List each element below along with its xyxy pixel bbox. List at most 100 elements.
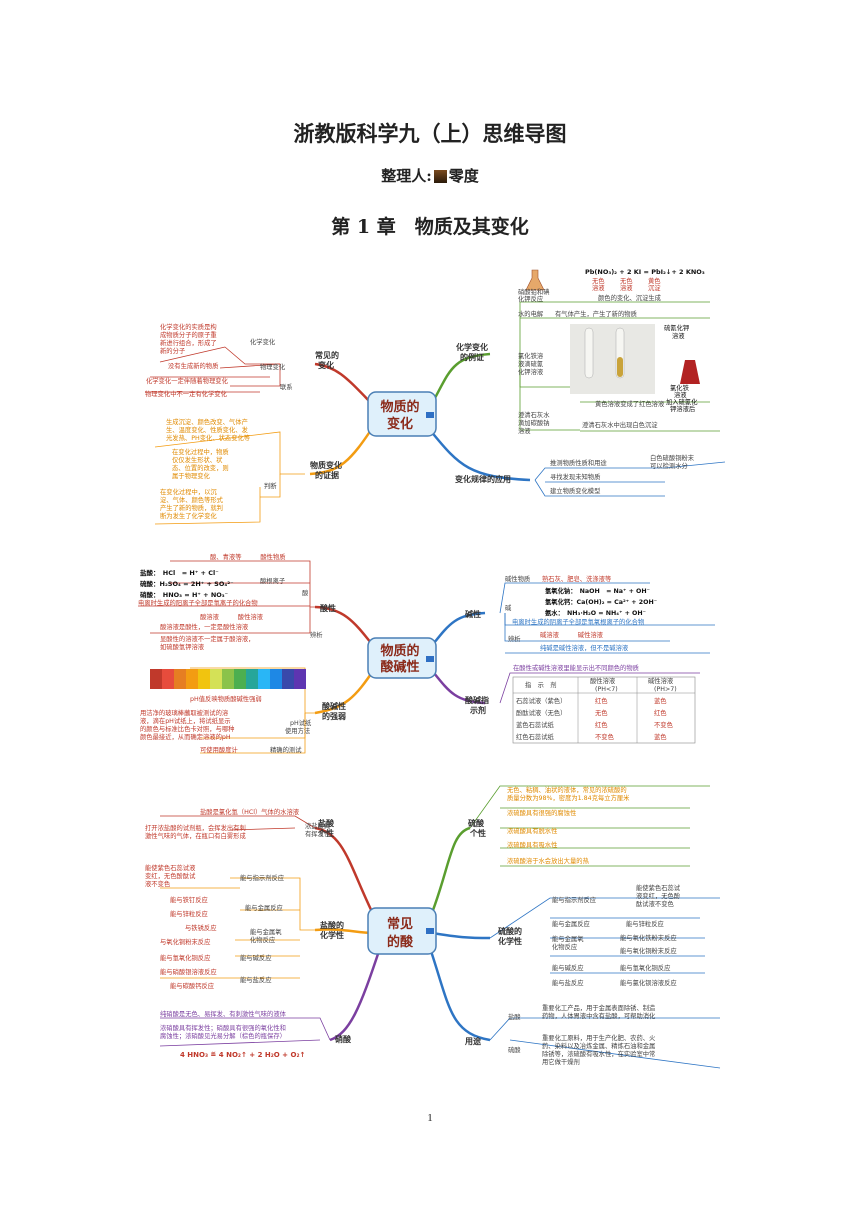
indicator-rows: 石蕊试液（紫色）红色蓝色酚酞试液（无色）无色红色蓝色石蕊试纸红色不变色红色石蕊试… <box>516 696 674 741</box>
mindmap-badge-icon <box>426 928 434 934</box>
hcl-ionization: 盐酸： HCl = H⁺ + Cl⁻ <box>140 568 219 577</box>
acid-judge-3: 显酸性的溶液不一定属于酸溶液， <box>160 634 254 643</box>
use-h2so4-c: 除锈等，浓硫酸有吸水性，在实验室中常 <box>542 1049 655 1058</box>
indicator-cell: 红色 <box>595 720 608 729</box>
example-1-result: 颜色的变化、沉淀生成 <box>598 293 662 302</box>
hcl-r4a: 能与氢氧化铜反应 <box>160 953 211 962</box>
hcl-r1: 能与指示剂反应 <box>240 873 285 882</box>
branch-examples: 化学变化 <box>456 342 488 352</box>
use-hcl-b: 药物，人体胃液中含有盐酸，可帮助消化 <box>542 1011 656 1020</box>
ph-meter: 可使用酸度计 <box>200 745 238 754</box>
branch-laws: 变化规律的应用 <box>455 474 511 484</box>
s-r1-desc-c: 酞试液不变色 <box>636 899 674 908</box>
th-base-sub: (PH>7) <box>654 686 677 693</box>
chem-desc-3: 新进行组合，形成了 <box>160 338 217 347</box>
use-hcl-a: 重要化工产品，用于金属表面除锈、制造 <box>542 1003 656 1012</box>
s-r5: 能与盐反应 <box>552 978 584 987</box>
s-r2a: 能与锌粒反应 <box>626 919 664 928</box>
use-h2so4-label: 硫酸 <box>508 1045 521 1054</box>
ph-precise: 精确的测试 <box>270 745 302 754</box>
s-r3a: 能与氧化铁粉末反应 <box>620 933 677 942</box>
branch-evidence-2: 的证据 <box>315 470 339 480</box>
th-indicator: 指 示 剂 <box>525 680 556 689</box>
chem-desc-1: 化学变化的实质是构 <box>160 322 217 331</box>
center-label-2: 的酸 <box>387 934 414 950</box>
hcl-r3a: 与铁锈反应 <box>185 923 217 932</box>
branch-strength-2: 的强弱 <box>322 711 346 721</box>
compiler-line: 整理人: 零度 <box>0 165 860 186</box>
center-label-2: 酸碱性 <box>380 659 419 675</box>
center-node <box>367 637 437 679</box>
ex1-color-3: 黄色 <box>648 276 661 285</box>
branch-nitric: 硝酸 <box>335 1034 352 1044</box>
branch-indicator-2: 示剂 <box>469 705 486 715</box>
chem-desc-2: 成物质分子的原子重 <box>160 330 217 339</box>
indicator-cell: 石蕊试液（紫色） <box>516 696 566 705</box>
evidence-3d: 断为发生了化学变化 <box>160 511 217 520</box>
branch-sulfuric-chem: 硫酸的 <box>498 926 522 936</box>
indicator-note: 在酸性或碱性溶液里能显示出不同颜色的物质 <box>513 663 639 672</box>
use-hcl-label: 盐酸 <box>508 1012 521 1021</box>
center-node <box>367 907 437 955</box>
hcl-r3b-label: 化物反应 <box>250 935 276 944</box>
acid-judge-1: 酸溶液 酸性溶液 <box>200 612 264 621</box>
s-r4: 能与碱反应 <box>552 963 584 972</box>
evidence-3b: 淀、气体、颜色等形式 <box>160 495 224 504</box>
indicator-cell: 蓝色石蕊试纸 <box>516 720 554 729</box>
center-label-2: 变化 <box>387 416 413 432</box>
hcl-r2b: 能与锌粒反应 <box>170 909 208 918</box>
acid-judge-4: 如硫酸氢钾溶液 <box>160 642 205 651</box>
ex3-lbl-f: 钾溶液后 <box>670 404 695 413</box>
hcl-r1-desc-a: 能使紫色石蕊试液 <box>145 863 196 872</box>
evidence-1a: 生成沉淀、颜色改变、气体产 <box>166 417 248 426</box>
acid-judge-label: 辨析 <box>310 630 323 639</box>
s-r1-desc-b: 液变红，无色酚 <box>636 891 681 900</box>
example-1-equation: Pb(NO₃)₂ + 2 KI = PbI₂↓+ 2 KNO₃ <box>585 268 705 276</box>
evidence-2a: 在变化过程中，物质 <box>172 447 229 456</box>
acid-top-note: 酸、青液等 酸性物质 <box>210 553 286 561</box>
sulfuric-p3: 浓硫酸具有脱水性 <box>507 826 557 835</box>
hcl-r5: 能与盐反应 <box>240 975 272 984</box>
acid-judge-2: 酸溶液是酸性，一定是酸性溶液 <box>160 622 249 631</box>
th-acid-sub: (PH<7) <box>595 686 618 693</box>
indicator-table <box>512 676 696 744</box>
compiler-label: 整理人: <box>381 167 432 185</box>
example-2: 水的电解 <box>518 309 544 318</box>
base-label: 碱 <box>505 604 512 612</box>
ph-desc-4: 颜色最接近，从而确定溶液的pH <box>140 732 231 741</box>
flask-icon <box>525 269 545 291</box>
example-4a: 澄清石灰水 <box>518 410 550 419</box>
sulfuric-p1b: 质量分数为98%，密度为1.84克每立方厘米 <box>507 793 630 802</box>
branch-strength: 酸碱性 <box>322 701 346 711</box>
ex3-lbl-d: 溶液 <box>674 390 687 399</box>
s-r1-desc-a: 能使紫色石蕊试 <box>636 883 681 892</box>
ex1-state-1: 溶液 <box>592 283 605 292</box>
indicator-cell: 无色 <box>595 708 608 717</box>
hcl-prop-2a: 浓盐酸具 <box>305 821 331 830</box>
s-r3-b: 化物反应 <box>552 942 578 951</box>
base-judge-label: 辨析 <box>508 634 521 643</box>
hcl-r3a-label: 能与金属氧 <box>250 927 282 936</box>
chem-desc-4: 新的分子 <box>160 346 185 355</box>
branch-examples-2: 的例证 <box>460 352 484 362</box>
caoh-ionization: 氢氧化钙：Ca(OH)₂ = Ca²⁺ + 2OH⁻ <box>545 597 657 606</box>
mindmap-badge-icon <box>426 412 434 418</box>
indicator-cell: 红色 <box>595 696 608 705</box>
branch-uses: 用途 <box>464 1036 482 1046</box>
use-h2so4-a: 重要化工原料，用于生产化肥、农药、火 <box>542 1033 656 1042</box>
nitric-p1: 纯硝酸是无色、易挥发、有刺激性气味的液体 <box>160 1009 287 1018</box>
compiler-avatar-icon <box>433 170 447 183</box>
mindmap-matter-change: 物质的 变化 常见的 变化 化学变化 化学变化的实质是构 成物质分子的原子重 新… <box>145 268 726 525</box>
sulfuric-p4: 浓硫酸具有吸水性 <box>507 840 557 849</box>
branch-sulfuric-2: 个性 <box>469 828 486 838</box>
s-r1: 能与指示剂反应 <box>552 895 597 904</box>
ph-desc-2: 液，滴在pH试纸上，将试纸显示 <box>140 716 231 725</box>
example-3a: 氯化铁溶 <box>518 351 544 360</box>
s-r4a: 能与氢氧化铜反应 <box>620 963 671 972</box>
acid-label: 酸 <box>302 588 309 597</box>
compiler-name: 零度 <box>448 167 479 185</box>
nitric-equation: 4 HNO₃ ≝ 4 NO₂↑ + 2 H₂O + O₂↑ <box>180 1051 305 1059</box>
branch-hcl: 盐酸 <box>318 818 335 828</box>
base-substances: 碱性物质 <box>505 574 530 583</box>
page-number: 1 <box>427 1112 433 1124</box>
